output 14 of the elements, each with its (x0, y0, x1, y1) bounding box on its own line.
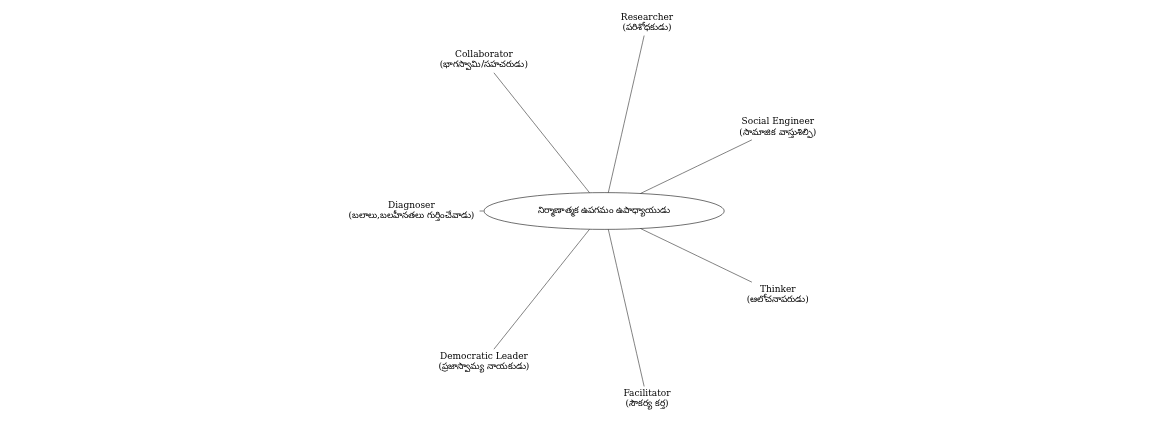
node-text: Researcher (పరిశోధకుడు) (620, 12, 674, 33)
connector (493, 72, 590, 193)
connector (640, 139, 753, 194)
connector (608, 35, 645, 193)
node-text: Facilitator (సౌకర్య కర్త) (623, 388, 671, 409)
node-text: Democratic Leader (ప్రజాస్వామ్య నాయకుడు) (438, 350, 530, 371)
node-text: Collaborator (భాగస్వామి/సహచరుడు) (439, 49, 528, 70)
connector (493, 229, 590, 350)
connector (640, 228, 753, 283)
connector (608, 229, 645, 387)
node-ellipse: నిర్మాణాత్మక ఉపగమం ఉపాధ్యాయుడు (483, 192, 725, 230)
node-text: Thinker (ఆలోచనాపరుడు) (746, 283, 809, 304)
node-text: Social Engineer (సామాజిక వాస్తుశిల్పి) (739, 116, 817, 137)
node-text: Diagnoser (బలాలు,బలహీనతలు గుర్తించేవాడు) (348, 200, 475, 221)
